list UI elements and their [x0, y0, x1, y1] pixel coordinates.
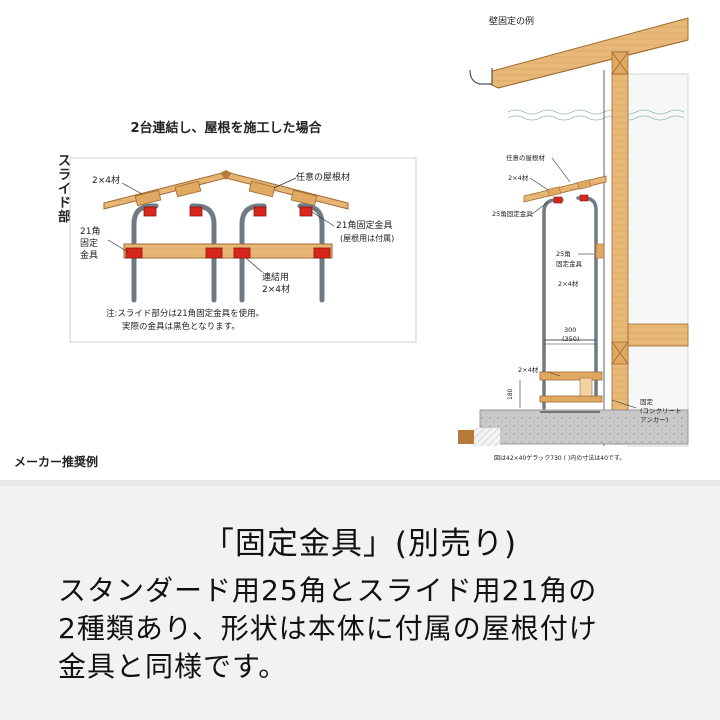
- left-label-joint: 連結用: [262, 271, 289, 283]
- right-unit-roof: [523, 175, 607, 203]
- right-dim-300: 300: [564, 326, 576, 334]
- left-red-brackets: [125, 206, 331, 259]
- right-label-25-side-line2: 固定金具: [556, 259, 583, 268]
- left-2x4-blocks: [134, 180, 318, 207]
- left-note-line1: 注:スライド部分は21角固定金具を使用。: [106, 308, 264, 319]
- left-label-21-fixed: 21角固定金具: [336, 219, 392, 231]
- right-side-2x4: [595, 243, 605, 259]
- section-divider: [0, 480, 720, 486]
- right-label-roof: 任意の屋根材: [506, 153, 546, 162]
- left-label-roof: 任意の屋根材: [296, 171, 350, 183]
- right-dimensions: [519, 343, 596, 408]
- right-label-2x4-top: 2×4材: [508, 173, 529, 182]
- slide-side-label: スライド部: [58, 154, 71, 225]
- left-label-21: 21角 固定 金具: [80, 225, 100, 261]
- left-label-21-line2: 固定: [80, 237, 98, 249]
- right-bottom-frame: [539, 371, 603, 403]
- right-label-2x4-bottom: 2×4材: [518, 365, 539, 374]
- left-joint-beam: [123, 243, 333, 259]
- left-label-21-line3: 金具: [80, 249, 98, 261]
- left-label-21-line1: 21角: [80, 225, 100, 237]
- right-label-anchor-line3: アンカー): [640, 416, 668, 424]
- right-label-anchor: 固定 (コンクリート アンカー): [640, 397, 682, 424]
- right-label-2x4-mid: 2×4材: [558, 279, 579, 288]
- right-house-roof: [469, 17, 689, 89]
- right-label-25-side: 25角 固定金具: [556, 249, 583, 268]
- right-wall: [507, 70, 689, 447]
- diagram-area: 2台連結し、屋根を施工した場合 スライド部: [14, 15, 689, 469]
- left-label-21-fixed-sub: (屋根用は付属): [340, 233, 394, 243]
- caption-line-2: 2種類あり、形状は本体に付属の屋根付け: [58, 612, 598, 645]
- left-roof: [103, 170, 349, 210]
- left-note-line2: 実際の金具は黒色となります。: [122, 321, 240, 332]
- left-diagram-title: 2台連結し、屋根を施工した場合: [130, 120, 322, 136]
- caption-panel: 「固定金具」(別売り) スタンダード用25角とスライド用21角の 2種類あり、形…: [0, 486, 720, 720]
- right-label-25-side-line1: 25角: [556, 249, 571, 258]
- slide-side-label-text: スライド部: [58, 154, 71, 225]
- right-ground: [458, 409, 689, 446]
- right-leader-lines: [529, 157, 637, 409]
- installation-diagram: 2台連結し、屋根を施工した場合 スライド部: [14, 15, 689, 469]
- right-dim-side: 180: [507, 388, 514, 400]
- left-label-joint-2x4: 2×4材: [262, 283, 290, 295]
- maker-recommended-label: メーカー推奨例: [14, 454, 98, 469]
- right-label-anchor-line1: 固定: [640, 397, 654, 406]
- caption-title: 「固定金具」(別売り): [202, 526, 518, 562]
- caption-body: スタンダード用25角とスライド用21角の 2種類あり、形状は本体に付属の屋根付け…: [58, 572, 698, 686]
- right-footnote: 図は42×40ゲラック730 ( )内の寸法は40です。: [494, 454, 625, 462]
- caption-line-3: 金具と同様です。: [58, 650, 288, 683]
- caption-line-1: スタンダード用25角とスライド用21角の: [58, 574, 598, 607]
- right-red-brackets: [553, 194, 589, 204]
- left-label-2x4: 2×4材: [92, 174, 120, 186]
- right-label-anchor-line2: (コンクリート: [640, 407, 682, 415]
- right-dim-350: (350): [562, 335, 579, 343]
- right-diagram-title: 壁固定の例: [489, 15, 534, 27]
- left-leader-lines: [107, 177, 335, 273]
- left-pipes: [131, 203, 325, 303]
- right-label-25: 25角固定金具: [492, 209, 533, 218]
